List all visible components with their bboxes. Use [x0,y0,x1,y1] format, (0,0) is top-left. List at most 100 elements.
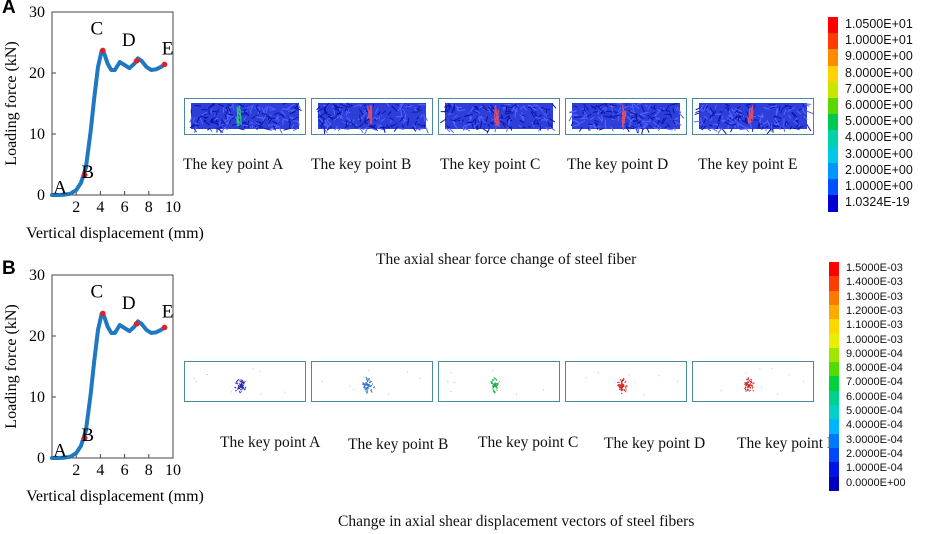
fiber-stroke [215,108,220,116]
colorbar-label: 5.0000E+00 [845,114,913,129]
fiber-stroke [297,120,300,126]
y-tick-label: 10 [29,126,45,143]
fiber-stroke [486,128,490,134]
fiber-stroke [227,117,232,124]
fiber-stroke [735,108,743,113]
fiber-stroke [228,119,232,124]
fiber-stroke [347,106,352,108]
fiber-stroke [661,116,667,125]
fiber-stroke [250,104,254,111]
displacement-vector [750,384,753,387]
fiber-stroke [650,111,656,116]
shear-zone-stroke [750,107,754,113]
colorbar-label: 6.0000E-04 [846,390,903,403]
faint-speck [658,375,660,377]
faint-speck [760,386,762,388]
fiber-stroke [387,111,392,116]
fiber-stroke [791,112,798,118]
fiber-stroke [272,125,276,130]
colorbar-label: 4.0000E+00 [845,130,913,145]
fiber-stroke [400,109,403,117]
fiber-stroke [385,124,390,128]
y-tick-label: 30 [29,4,45,21]
shear-zone-stroke [237,119,241,125]
fiber-stroke [256,107,261,113]
shear-zone-stroke [623,111,627,124]
displacement-vector [243,381,245,384]
colorbar-swatch [829,376,839,392]
fiber-stroke [326,126,333,131]
fiber-stroke [217,103,225,108]
displacement-vector [747,389,749,392]
fiber-stroke [735,115,743,118]
sim-image-b2 [311,361,433,402]
faint-speck [363,376,365,378]
fiber-stroke [753,104,756,110]
fiber-stroke [794,121,801,127]
fiber-stroke [583,110,589,118]
fiber-stroke [627,126,635,130]
fiber-stroke [323,111,328,115]
fiber-stroke [334,125,339,131]
shear-zone-stroke [494,109,496,112]
fiber-stroke [404,113,407,122]
fiber-stroke [393,125,399,133]
fiber-stroke [801,107,805,112]
fiber-stroke [793,127,800,130]
fiber-stroke [238,103,245,108]
fiber-stroke [327,116,335,119]
fiber-stroke [761,113,765,118]
key-point-marker-b [81,172,88,178]
faint-speck [677,380,679,382]
fiber-stroke [551,103,557,109]
fiber-stroke [255,116,264,119]
fiber-stroke [359,116,364,120]
fiber-stroke [417,123,425,127]
fiber-stroke [364,128,368,134]
fiber-stroke [472,109,479,114]
fiber-stroke [578,119,586,125]
faint-speck [349,385,351,387]
fiber-stroke [288,121,291,129]
fiber-stroke [765,125,769,129]
fiber-stroke [380,117,386,123]
fiber-stroke [721,119,725,122]
displacement-vector [621,379,624,382]
fiber-stroke [414,107,417,112]
fiber-stroke [257,111,261,117]
displacement-vector [234,389,237,392]
colorbar-label: 2.0000E-04 [846,447,903,460]
key-point-letter-d: D [122,293,136,314]
displacement-vector [745,381,748,384]
fiber-stroke [527,104,535,108]
fiber-stroke [399,116,405,123]
fiber-stroke [374,107,379,114]
faint-speck [195,381,197,383]
fiber-stroke [714,104,717,109]
x-tick-label: 10 [165,462,181,479]
fiber-stroke [412,124,418,131]
fiber-stroke [573,119,580,124]
key-point-label-b2: The key point B [348,436,449,453]
fiber-stroke [506,124,512,130]
fiber-stroke [538,106,544,112]
fiber-stroke [668,110,672,118]
fiber-stroke [389,117,394,121]
displacement-vector [239,380,242,383]
fiber-stroke [738,123,746,128]
fiber-stroke [381,110,387,115]
fiber-stroke [544,108,550,111]
fiber-stroke [627,109,633,114]
fiber-stroke [646,127,650,133]
panel-b-letter: B [2,258,16,279]
fiber-stroke [472,116,479,122]
colorbar-label: 1.5000E-03 [846,262,903,274]
shear-zone-stroke [748,108,751,123]
fiber-stroke [195,124,200,127]
fiber-stroke [744,115,750,122]
displacement-vector [747,377,750,380]
fiber-stroke [413,121,418,127]
fiber-stroke [255,123,260,125]
key-point-letter-e: E [162,301,174,322]
fiber-stroke [676,106,682,114]
